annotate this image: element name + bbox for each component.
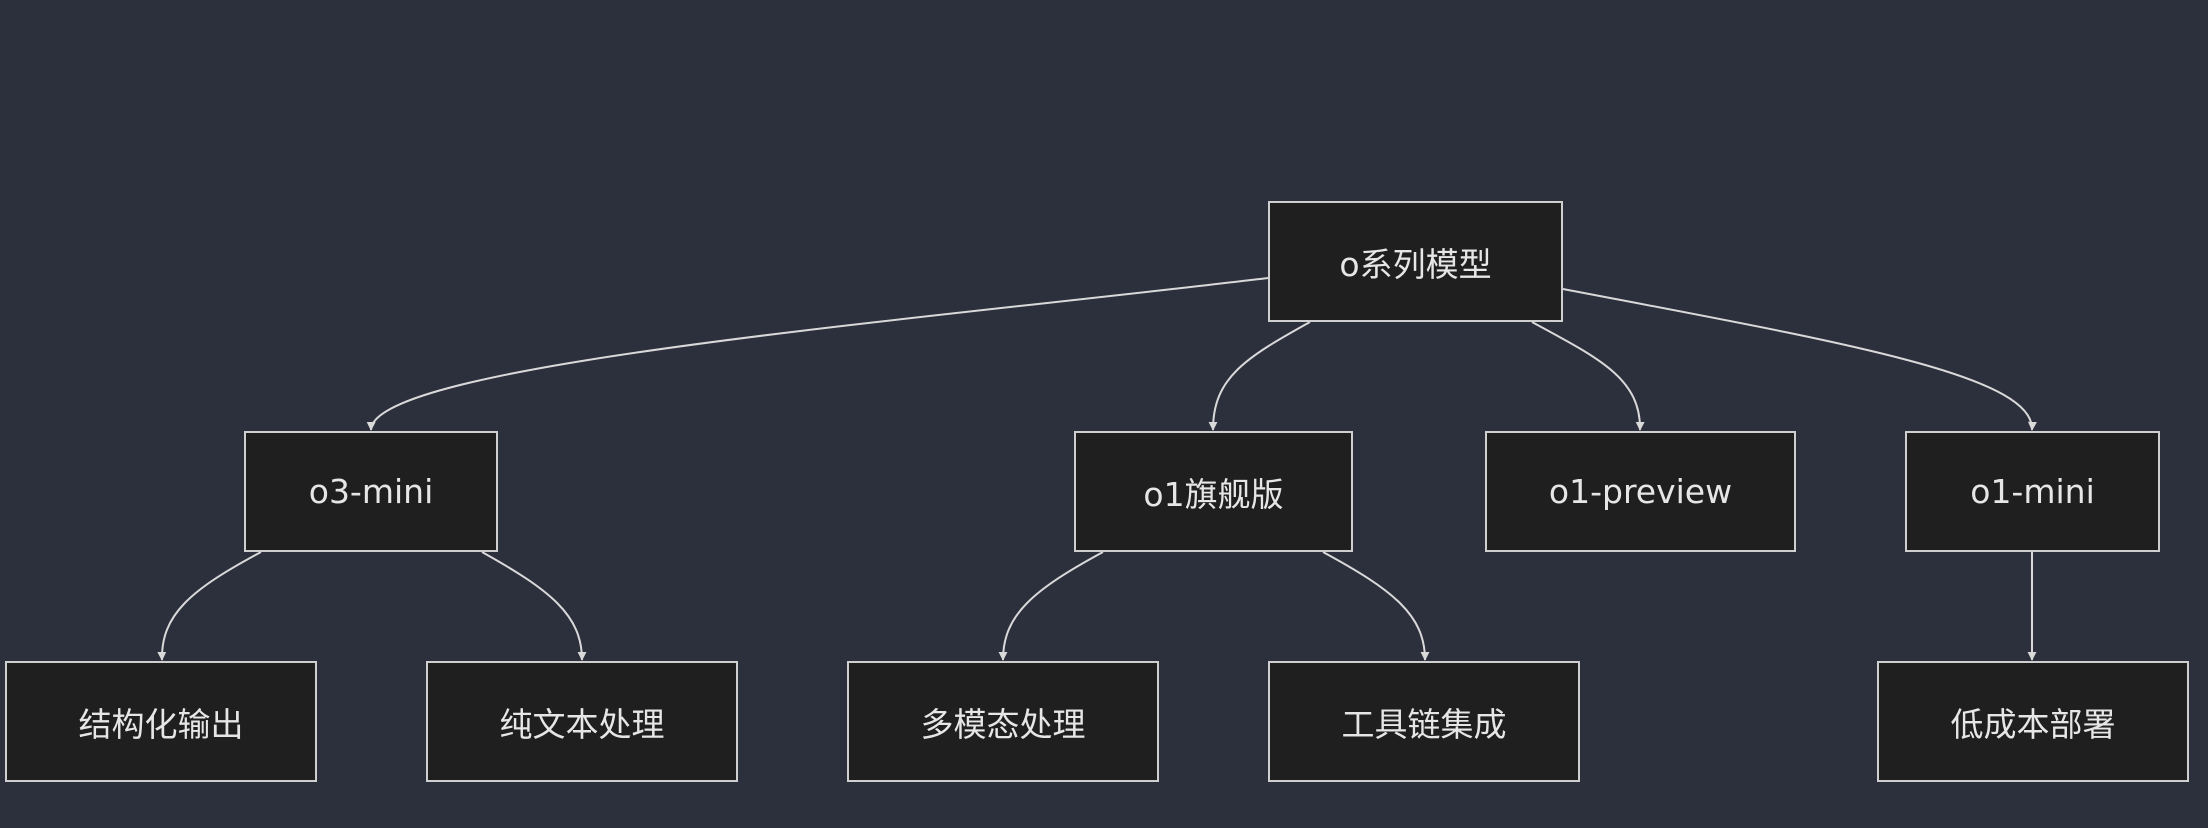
node-o1-flagship[interactable]: o1旗舰版: [1074, 431, 1353, 552]
node-root[interactable]: o系列模型: [1268, 201, 1563, 322]
node-toolchain[interactable]: 工具链集成: [1268, 661, 1580, 782]
node-o3-mini[interactable]: o3-mini: [244, 431, 498, 552]
edge-root-o1-flagship: [1208, 321, 1311, 431]
edge-root-o3-mini: [366, 277, 1269, 431]
edge-o3-mini-plain-text: [481, 551, 587, 661]
node-low-cost[interactable]: 低成本部署: [1877, 661, 2189, 782]
node-plain-text[interactable]: 纯文本处理: [426, 661, 738, 782]
edge-o1-flagship-multimodal: [998, 551, 1104, 661]
edge-root-o1-mini: [1562, 288, 2037, 431]
edge-root-o1-preview: [1531, 321, 1645, 431]
node-o1-preview[interactable]: o1-preview: [1485, 431, 1796, 552]
edge-o1-flagship-toolchain: [1322, 551, 1430, 661]
node-multimodal[interactable]: 多模态处理: [847, 661, 1159, 782]
node-o1-mini[interactable]: o1-mini: [1905, 431, 2160, 552]
node-structured-output[interactable]: 结构化输出: [5, 661, 317, 782]
edge-o3-mini-structured-output: [157, 551, 262, 661]
